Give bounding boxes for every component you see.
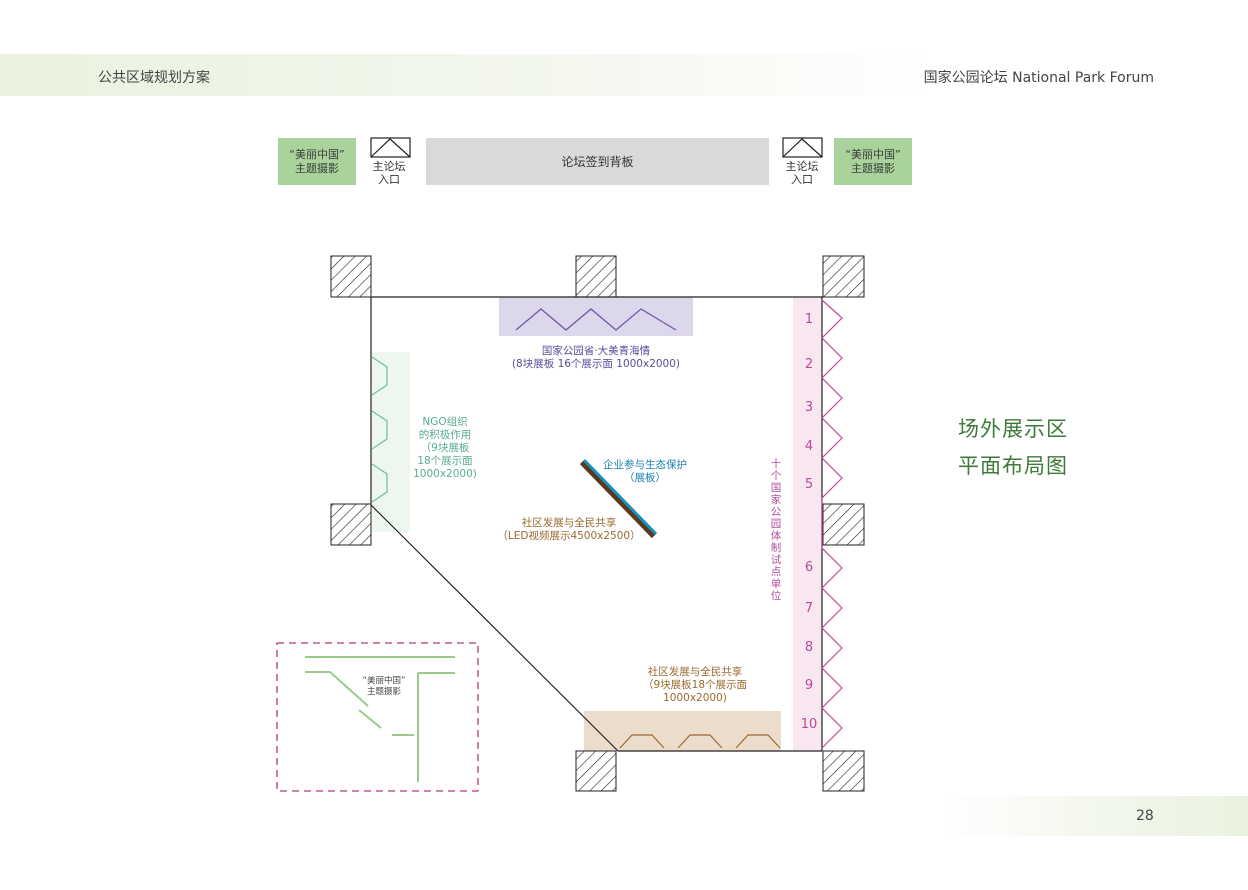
ngo-exhibit-zone (372, 352, 410, 532)
ngo-line2: 的积极作用 (418, 429, 472, 441)
pilot-number-8: 8 (804, 640, 814, 655)
photo-exhibit-left-line1: “美丽中国” (289, 147, 345, 161)
ngo-line5: 1000x2000) (413, 468, 477, 480)
area-title-line1: 场外展示区 (958, 417, 1068, 441)
photo-exhibit-right: “美丽中国” 主题摄影 (834, 138, 912, 185)
entrance-left-label: 主论坛 入口 (364, 160, 414, 186)
purple-panel-zigzag (515, 308, 677, 331)
led-exhibit-label: 社区发展与全民共享 （LED视频展示4500x2500） (496, 517, 642, 543)
entrance-right-icon (782, 137, 823, 158)
entrance-left-line1: 主论坛 (372, 160, 406, 173)
community-line2: （9块展板18个展示面 (642, 679, 748, 691)
ngo-exhibit-label: NGO组织 的积极作用 （9块展板 18个展示面 1000x2000) (408, 416, 482, 481)
enterprise-exhibit-label: 企业参与生态保护 （展板） (590, 459, 700, 485)
purple-exhibit-zone (499, 297, 693, 336)
top-exhibit-line1: 国家公园省·大美青海情 (541, 345, 651, 357)
area-title-line2: 平面布局图 (958, 454, 1068, 478)
top-exhibit-line2: (8块展板 16个展示面 1000x2000) (511, 358, 681, 370)
inset-line1: “美丽中国” (362, 676, 406, 686)
led-line2: （LED视频展示4500x2500） (497, 530, 641, 542)
pilot-number-3: 3 (804, 400, 814, 415)
community-panels (619, 734, 781, 749)
pilot-number-2: 2 (804, 357, 814, 372)
ngo-panels (371, 356, 388, 503)
entrance-right-line1: 主论坛 (785, 160, 819, 173)
ngo-line4: 18个展示面 (417, 455, 473, 467)
forum-title: 国家公园论坛 National Park Forum (923, 70, 1154, 86)
photo-exhibit-left-line2: 主题摄影 (295, 161, 339, 175)
pilot-number-10: 10 (800, 717, 818, 732)
page-number: 28 (1136, 808, 1154, 824)
photo-exhibit-right-line1: “美丽中国” (845, 147, 901, 161)
led-line1: 社区发展与全民共享 (521, 517, 617, 529)
pilot-number-5: 5 (804, 477, 814, 492)
enterprise-line2: （展板） (624, 472, 666, 484)
pilot-exhibit-zone (793, 297, 822, 751)
structural-columns (330, 255, 865, 792)
inset-photo-panels (305, 656, 455, 782)
header-band (0, 54, 1248, 96)
community-exhibit-zone (584, 711, 781, 751)
footer-band (940, 796, 1248, 836)
pilot-number-9: 9 (804, 678, 814, 693)
pilot-number-1: 1 (804, 312, 814, 327)
enterprise-line1: 企业参与生态保护 (603, 459, 687, 471)
ngo-line3: （9块展板 (420, 442, 470, 454)
entrance-left-line2: 入口 (378, 173, 400, 186)
pilot-number-6: 6 (804, 560, 814, 575)
entrance-left-icon (370, 137, 411, 158)
pilot-units-label: 十个国家公园体制试点单位 (770, 458, 782, 602)
entrance-right-line2: 入口 (791, 173, 813, 186)
entrance-right-label: 主论坛 入口 (777, 160, 827, 186)
photo-exhibit-right-line2: 主题摄影 (851, 161, 895, 175)
top-exhibit-label: 国家公园省·大美青海情 (8块展板 16个展示面 1000x2000) (506, 345, 686, 371)
signin-board: 论坛签到背板 (426, 138, 769, 185)
ngo-line1: NGO组织 (422, 416, 468, 428)
community-line3: 1000x2000) (663, 692, 727, 704)
inset-photo-label: “美丽中国” 主题摄影 (352, 676, 416, 698)
inset-line2: 主题摄影 (366, 687, 401, 697)
inset-photo-zone-border (276, 642, 479, 792)
pilot-number-7: 7 (804, 601, 814, 616)
diagonal-led-board (579, 458, 658, 539)
photo-exhibit-left: “美丽中国” 主题摄影 (278, 138, 356, 185)
pilot-panel-zigzag (821, 299, 843, 749)
community-exhibit-label: 社区发展与全民共享 （9块展板18个展示面 1000x2000) (630, 666, 760, 705)
pilot-number-4: 4 (804, 439, 814, 454)
community-line1: 社区发展与全民共享 (647, 666, 743, 678)
section-title: 公共区域规划方案 (98, 70, 210, 86)
